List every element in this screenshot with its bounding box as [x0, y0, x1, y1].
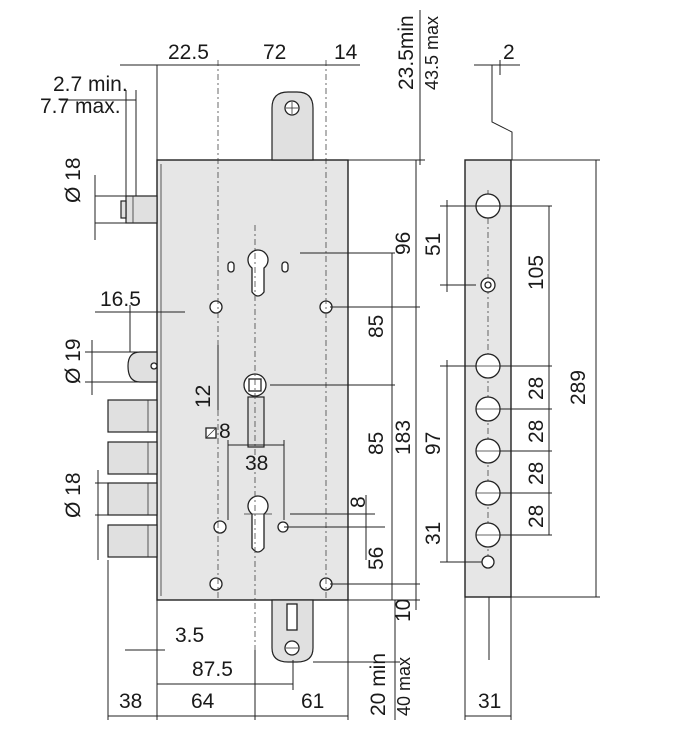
dim-38-mid: 38 [245, 452, 268, 475]
dim-61: 61 [301, 690, 324, 713]
dim-22-5: 22.5 [168, 41, 209, 64]
dim-2: 2 [503, 41, 515, 64]
dim-85-upper: 85 [365, 315, 388, 338]
dim-28-a: 28 [525, 377, 548, 400]
dim-dia19: Ø 19 [62, 338, 85, 384]
dim-64: 64 [191, 690, 215, 713]
dim-72: 72 [263, 41, 286, 64]
dimension-lines-side [440, 60, 600, 720]
dimension-lines-front [60, 10, 425, 720]
upper-keyhole [227, 249, 289, 297]
dim-28-b: 28 [525, 420, 548, 443]
top-latch-plate [271, 91, 314, 161]
dead-bolts [107, 399, 158, 558]
dim-183: 183 [392, 420, 415, 455]
top-cylinder [120, 195, 158, 224]
lower-keyhole [244, 495, 272, 553]
dim-8: 8 [347, 496, 370, 508]
handle-follower [205, 373, 267, 448]
dim-56: 56 [365, 547, 388, 570]
dim-dia18-bolts: Ø 18 [62, 472, 85, 518]
dim-96: 96 [392, 232, 415, 255]
dim-105: 105 [525, 255, 548, 290]
dim-20-min: 20 min [367, 653, 390, 716]
dim-square-8: 8 [219, 420, 231, 443]
dim-97: 97 [422, 432, 445, 455]
dim-28-d: 28 [525, 505, 548, 528]
dim-23-5-min: 23.5min [395, 15, 418, 90]
dim-31-bottom: 31 [478, 690, 501, 713]
dimension-labels: 22.5 72 14 2 23.5min 43.5 max 2.7 min. 7… [40, 15, 590, 716]
dim-14: 14 [334, 41, 358, 64]
dim-3-5: 3.5 [175, 624, 204, 647]
dim-16-5: 16.5 [100, 288, 141, 311]
dim-10: 10 [392, 599, 415, 622]
dim-43-5-max: 43.5 max [422, 16, 442, 90]
bottom-latch-plate [271, 599, 314, 663]
dim-31-side: 31 [422, 522, 445, 545]
dim-28-c: 28 [525, 462, 548, 485]
dim-85-lower: 85 [365, 432, 388, 455]
dim-87-5: 87.5 [192, 658, 233, 681]
centre-lines [217, 60, 327, 700]
dim-40-max: 40 max [394, 657, 414, 716]
dim-2-7-min: 2.7 min. [53, 73, 128, 96]
dim-38-bottom: 38 [119, 690, 142, 713]
dim-dia18-top: Ø 18 [62, 157, 85, 203]
dim-12: 12 [192, 385, 215, 408]
side-view [464, 65, 513, 660]
dim-289: 289 [567, 370, 590, 405]
latch-bolt [127, 351, 158, 383]
dim-7-7-max: 7.7 max. [40, 95, 121, 118]
dim-51: 51 [422, 233, 445, 256]
